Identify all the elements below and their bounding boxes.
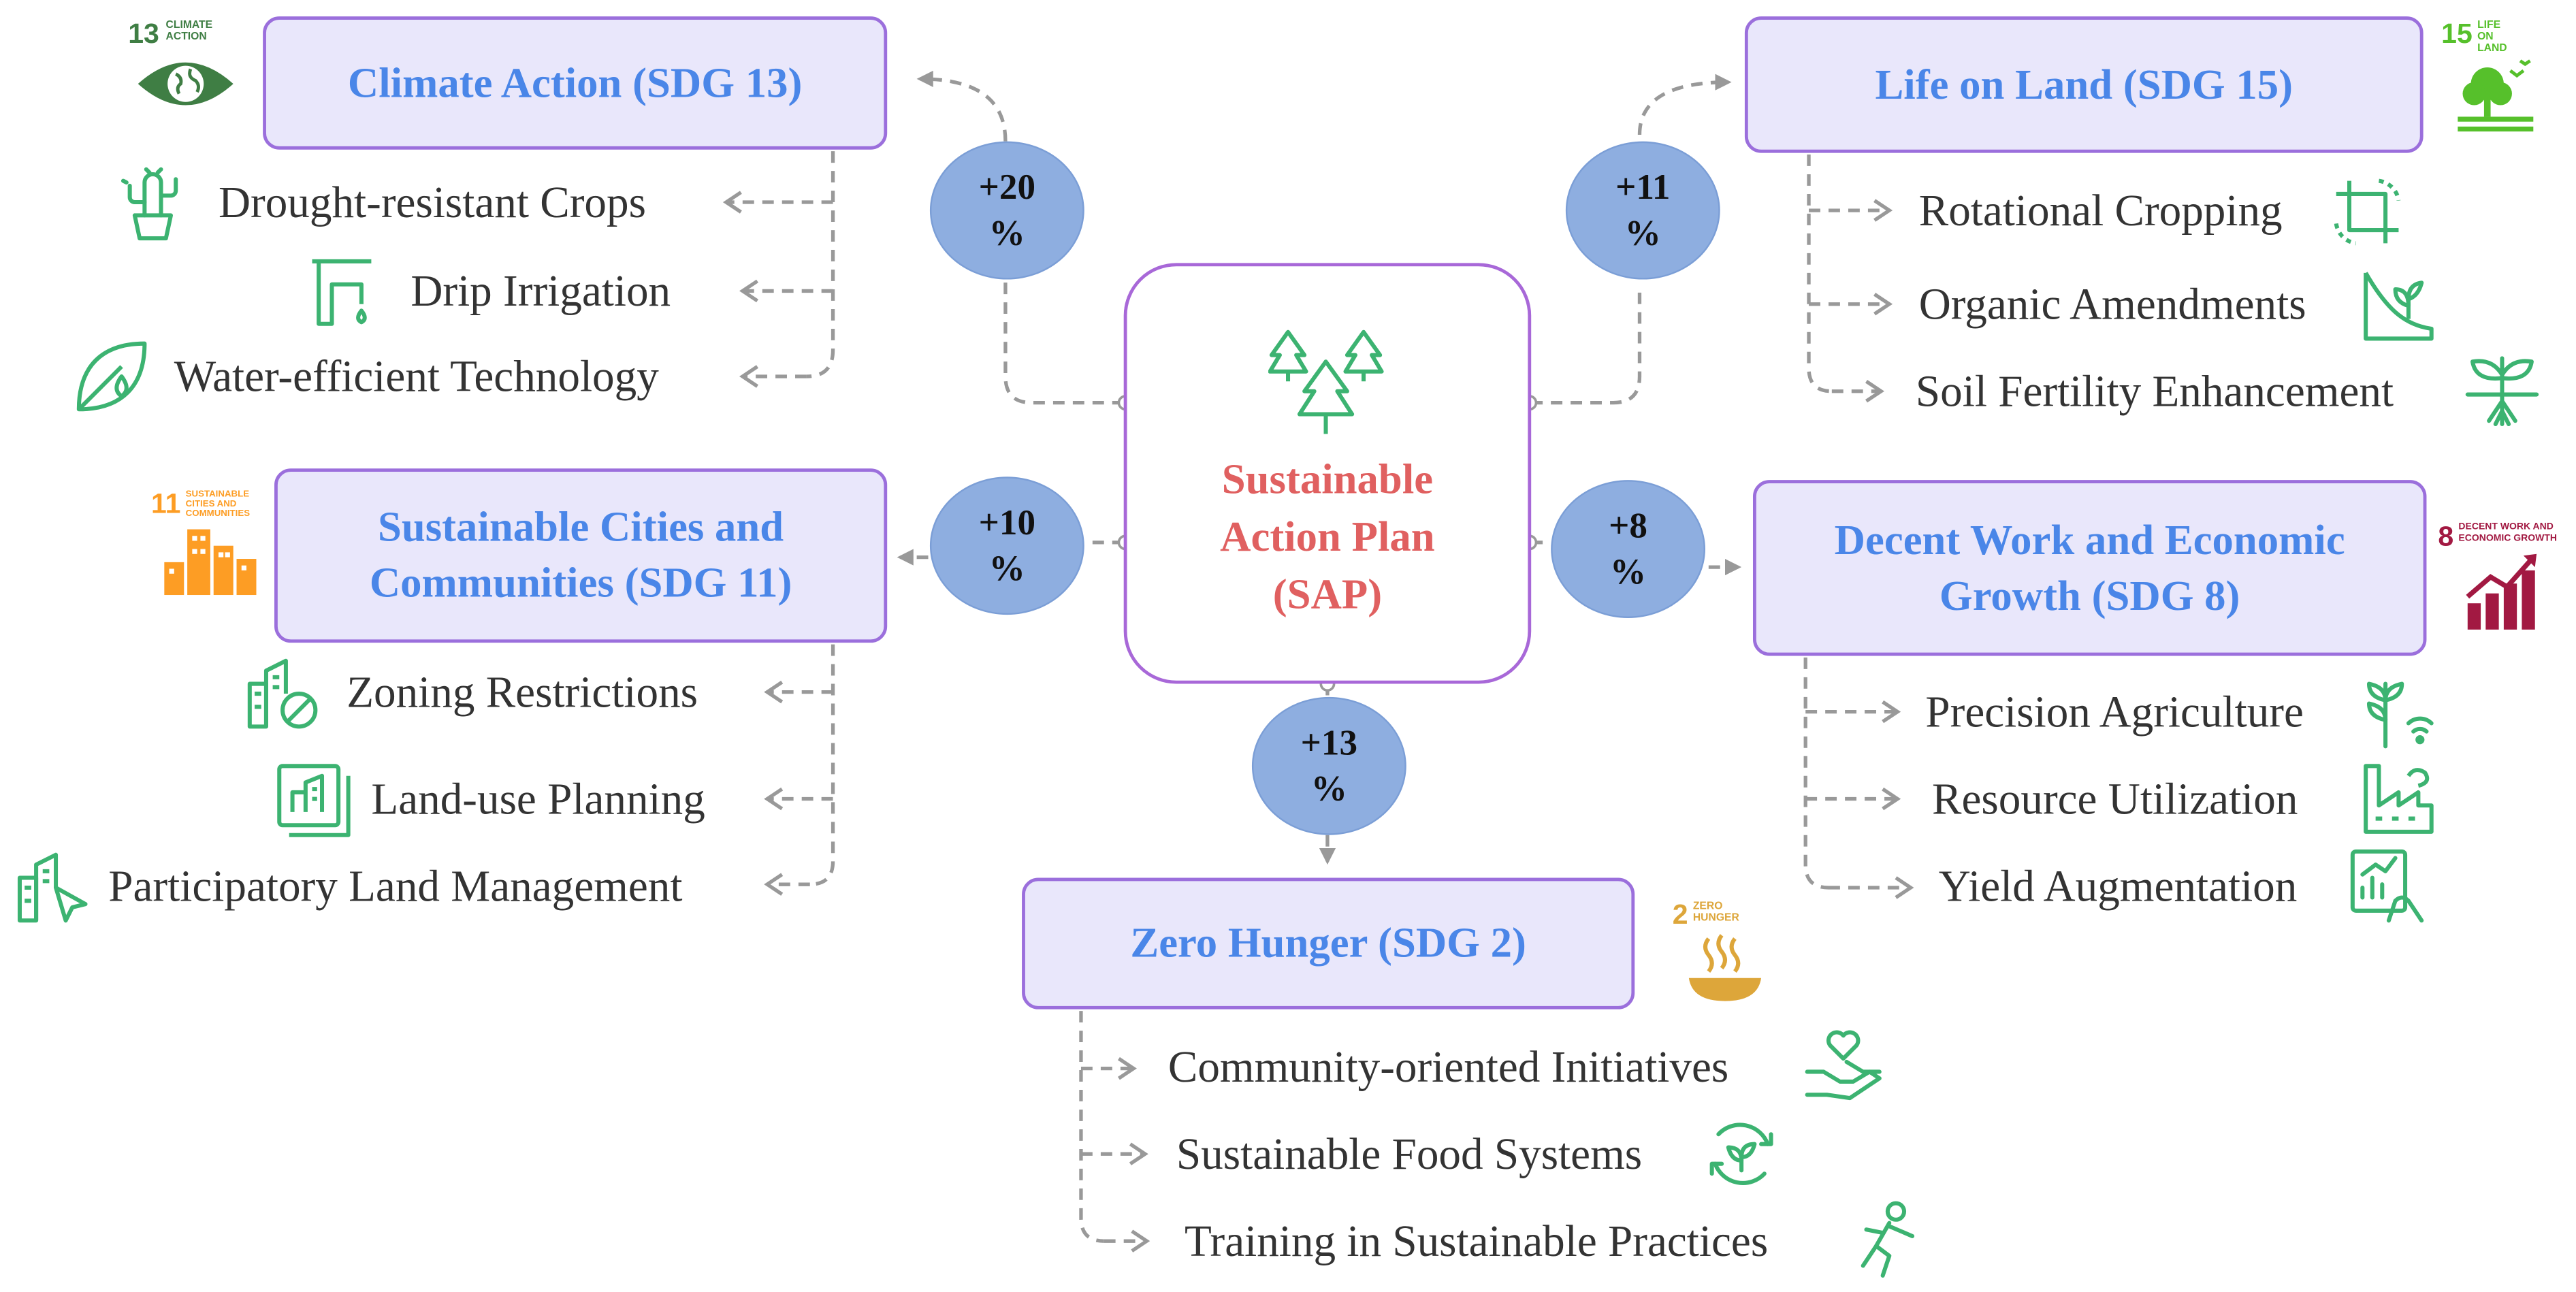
item-resource-utilization: Resource Utilization [1932, 774, 2298, 824]
factory-icon [2364, 764, 2434, 834]
connector-climate-upper [916, 70, 1008, 142]
trunk-work [1803, 657, 1829, 890]
item-drought-resistant-crops: Drought-resistant Crops [218, 177, 646, 227]
item-precision-agriculture: Precision Agriculture [1925, 687, 2304, 737]
item-organic-amendments: Organic Amendments [1918, 279, 2306, 329]
connector-land-upper [1637, 74, 1732, 135]
leaf-drop-icon [76, 341, 147, 412]
building-cursor-icon [17, 852, 88, 923]
item-community-oriented-initiatives: Community-oriented Initiatives [1168, 1041, 1729, 1092]
sdg15-badge: 15 LIFE ON LAND [2441, 20, 2546, 142]
sdg11-badge: 11 SUSTAINABLE CITIES AND COMMUNITIES [151, 490, 273, 604]
goal-title-climate: Climate Action (SDG 13) [347, 58, 803, 106]
faucet-icon [312, 259, 372, 326]
item-drip-irrigation: Drip Irrigation [410, 266, 671, 316]
sdg13-badge: 13 CLIMATE ACTION [128, 20, 243, 128]
item-rotational-cropping: Rotational Cropping [1918, 185, 2283, 236]
item-sustainable-food-systems: Sustainable Food Systems [1176, 1129, 1643, 1179]
plant-hill-icon [2364, 272, 2434, 341]
leaf-cycle-icon [1709, 1123, 1773, 1185]
hands-heart-icon [1805, 1030, 1882, 1101]
sap-center-box: Sustainable Action Plan (SAP) [1123, 263, 1532, 684]
building-ban-icon [247, 658, 318, 729]
growth-chart-icon [2466, 553, 2537, 630]
percent-bubble-climate: +20% [929, 141, 1084, 280]
item-participatory-land-management: Participatory Land Management [108, 861, 683, 911]
city-buildings-icon [164, 529, 257, 596]
percent-bubble-work: +8% [1551, 480, 1706, 618]
sprout-roots-icon [2465, 356, 2539, 427]
map-building-icon [277, 764, 351, 837]
sdg2-badge: 2 ZERO HUNGER [1673, 901, 1771, 1012]
goal-box-climate: Climate Action (SDG 13) [263, 16, 888, 150]
item-yield-augmentation: Yield Augmentation [1938, 861, 2298, 911]
trunk-cities [809, 644, 835, 886]
goal-box-hunger: Zero Hunger (SDG 2) [1022, 877, 1635, 1010]
goal-box-work: Decent Work and Economic Growth (SDG 8) [1752, 480, 2427, 656]
cactus-icon [120, 167, 178, 241]
chart-hand-icon [2350, 849, 2424, 923]
food-bowl-icon [1688, 934, 1762, 1001]
goal-title-work: Decent Work and Economic Growth (SDG 8) [1834, 515, 2345, 619]
sap-title: Sustainable Action Plan (SAP) [1220, 455, 1435, 618]
percent-bubble-land: +11% [1565, 141, 1720, 280]
goal-title-cities: Sustainable Cities and Communities (SDG … [369, 503, 792, 607]
goal-title-land: Life on Land (SDG 15) [1875, 60, 2293, 108]
trunk-land [1807, 154, 1832, 393]
wheat-wifi-icon [2366, 681, 2434, 749]
item-training-in-sustainable-practices: Training in Sustainable Practices [1184, 1216, 1769, 1266]
goal-box-cities: Sustainable Cities and Communities (SDG … [274, 468, 888, 643]
percent-bubble-cities: +10% [929, 477, 1084, 615]
item-soil-fertility-enhancement: Soil Fertility Enhancement [1915, 366, 2394, 416]
item-land-use-planning: Land-use Planning [371, 774, 705, 824]
percent-bubble-hunger: +13% [1251, 696, 1406, 835]
eye-globe-icon [138, 62, 234, 106]
item-water-efficient-technology: Water-efficient Technology [174, 351, 659, 402]
trunk-hunger [1079, 1011, 1104, 1243]
crop-rotate-icon [2334, 178, 2401, 246]
sdg8-badge: 8 DECENT WORK AND ECONOMIC GROWTH [2438, 523, 2569, 641]
person-running-icon [1861, 1201, 1915, 1278]
connector-land-lower [1531, 292, 1642, 405]
goal-box-land: Life on Land (SDG 15) [1744, 16, 2424, 153]
goal-title-hunger: Zero Hunger (SDG 2) [1130, 919, 1526, 967]
trees-icon [1268, 329, 1384, 434]
trunk-climate [806, 151, 835, 378]
item-zoning-restrictions: Zoning Restrictions [347, 667, 698, 717]
tree-birds-icon [2458, 59, 2534, 132]
